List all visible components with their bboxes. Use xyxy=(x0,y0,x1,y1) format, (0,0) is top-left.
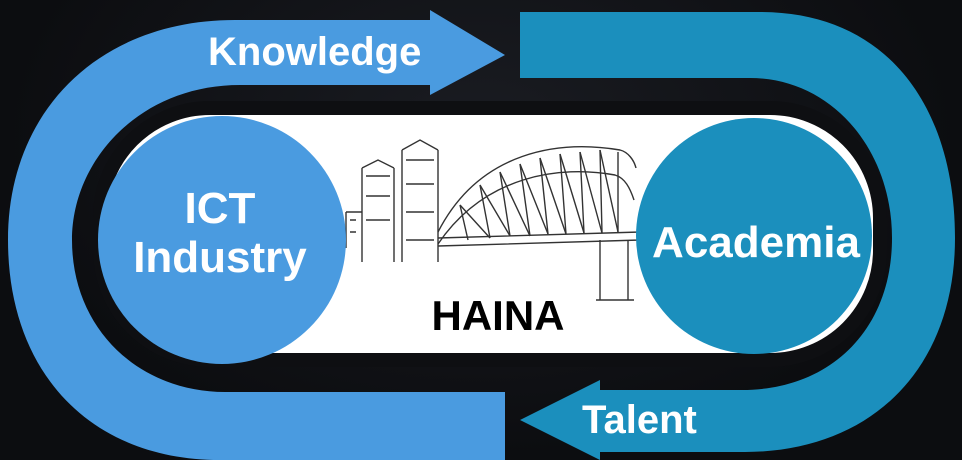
right-loop-band xyxy=(520,12,955,460)
harbour-bridge-sketch xyxy=(345,139,641,301)
ict-industry-circle xyxy=(98,116,346,364)
knowledge-arrow-label: Knowledge xyxy=(208,30,422,74)
academia-circle xyxy=(636,118,872,354)
haina-title: HAINA xyxy=(431,292,565,339)
ict-industry-line2: Industry xyxy=(133,233,307,283)
ict-industry-line1: ICT xyxy=(184,184,256,233)
talent-arrow-label: Talent xyxy=(582,398,697,442)
left-loop-band xyxy=(8,10,505,460)
ict-industry-node: ICT Industry xyxy=(110,184,330,283)
academia-node: Academia xyxy=(652,218,860,267)
